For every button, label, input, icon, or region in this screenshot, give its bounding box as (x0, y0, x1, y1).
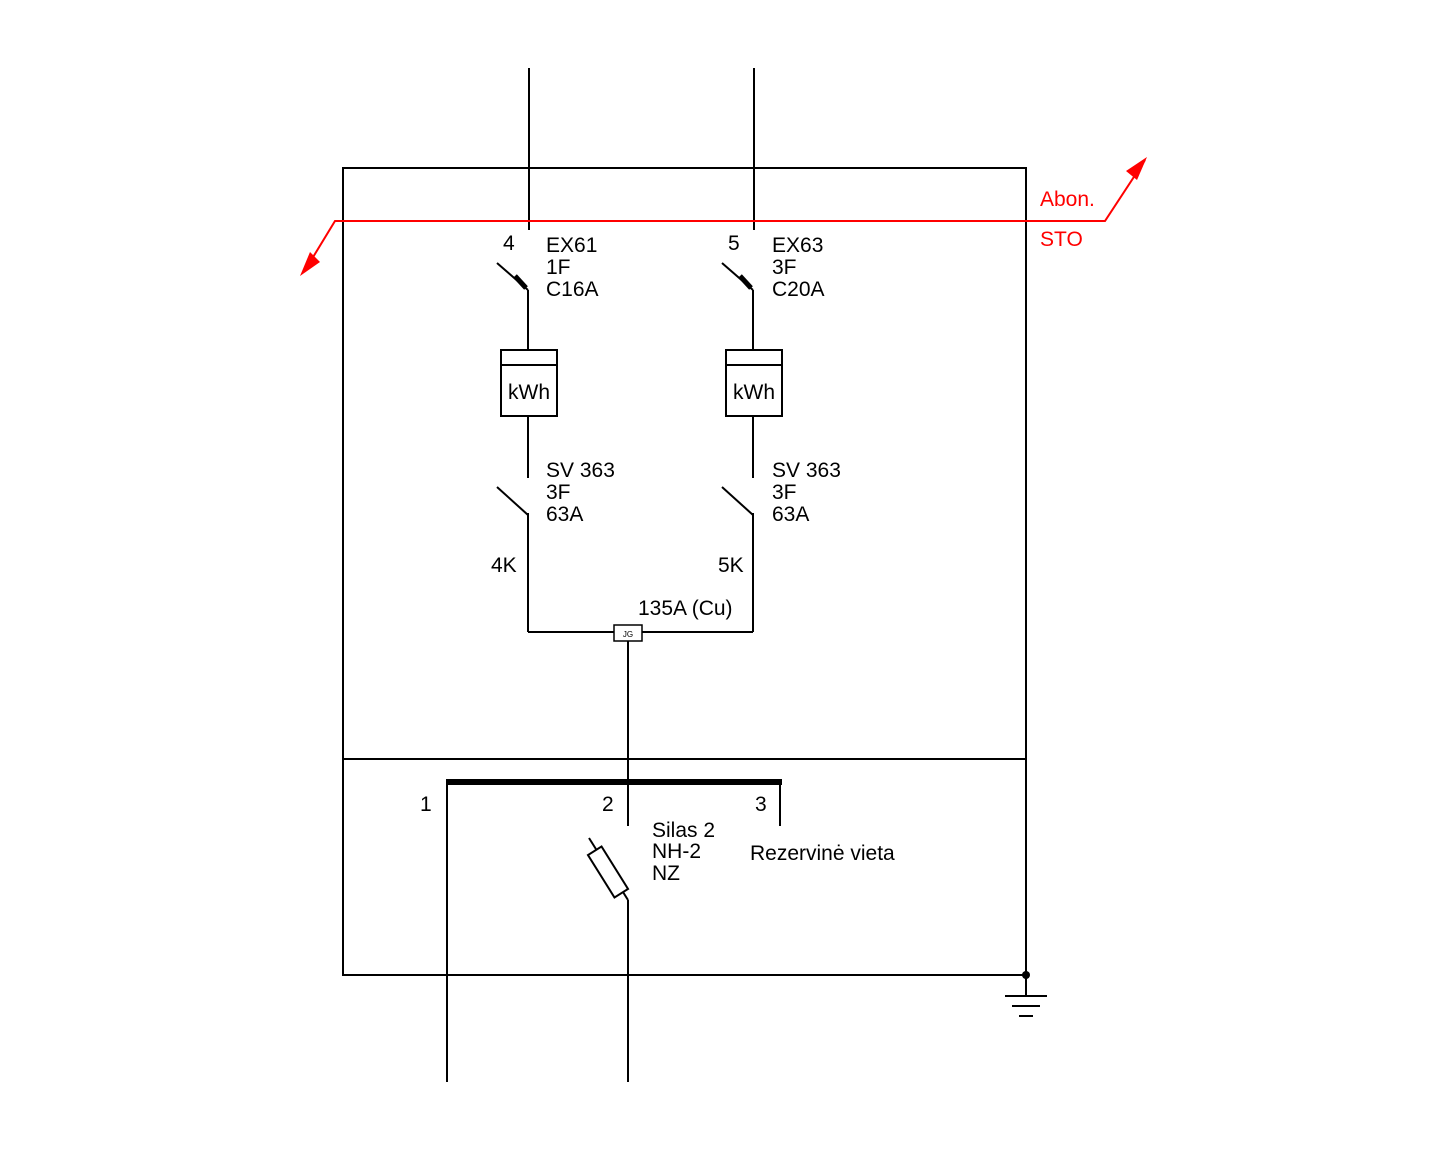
feeder-4: 4 EX61 1F C16A kWh SV 363 3F 63A 4K (491, 68, 615, 632)
feeder-4-breaker-symbol (496, 262, 529, 350)
feeder-5-switch-rating: 63A (772, 503, 809, 526)
upper-panel (342, 167, 1027, 760)
reserve-note: Rezervinė vieta (750, 842, 895, 865)
feeder-5-breaker-type: EX63 (772, 234, 823, 257)
connection-rating: 135A (Cu) (638, 597, 733, 620)
enclosure (342, 167, 1027, 976)
boundary-upper-label: Abon. (1040, 188, 1095, 211)
boundary-lower-label: STO (1040, 228, 1083, 251)
feeder-4-number: 4 (503, 232, 515, 255)
fuse-name: Silas 2 (652, 819, 715, 842)
feeder-5-breaker-rating: C20A (772, 278, 825, 301)
feeder-4-meter-label: kWh (508, 381, 550, 404)
fuse-switch-symbol (586, 837, 630, 901)
boundary-arrow-right (1126, 157, 1147, 180)
feeder-4-breaker-rating: C16A (546, 278, 599, 301)
feeder-5-meter: kWh (725, 349, 783, 417)
feeder-5-breaker-symbol (721, 262, 754, 350)
junction-box-label: JG (623, 630, 633, 639)
boundary-line (303, 159, 1146, 273)
feeder-4-switch-symbol (496, 486, 529, 632)
feeder-4-breaker-type: EX61 (546, 234, 597, 257)
feeder-5-breaker-phases: 3F (772, 256, 797, 279)
busbar-position-2: 2 (602, 793, 614, 816)
feeder-5-cable: 5K (718, 554, 744, 577)
lower-panel (342, 758, 1027, 976)
fuse-type: NH-2 (652, 840, 701, 863)
feeder-5-switch-symbol (721, 486, 754, 632)
feeder-connection: JG 135A (Cu) (528, 597, 753, 782)
feeder-5-number: 5 (728, 232, 740, 255)
ground-icon (1005, 971, 1047, 1017)
feeder-4-switch-type: SV 363 (546, 459, 615, 482)
boundary-arrow-left (300, 252, 320, 276)
feeder-4-switch-phases: 3F (546, 481, 571, 504)
feeder-5-switch-type: SV 363 (772, 459, 841, 482)
feeder-4-meter: kWh (500, 349, 558, 417)
feeder-5: 5 EX63 3F C20A kWh SV 363 3F 63A 5K (718, 68, 841, 632)
ownership-boundary: Abon. STO (300, 157, 1147, 276)
feeder-4-switch-rating: 63A (546, 503, 583, 526)
busbar-position-3: 3 (755, 793, 767, 816)
feeder-5-meter-label: kWh (733, 381, 775, 404)
feeder-4-cable: 4K (491, 554, 517, 577)
busbar-position-1: 1 (420, 793, 432, 816)
busbar: 1 2 Silas 2 NH-2 NZ 3 Rezervinė vieta (420, 779, 895, 1082)
feeder-5-switch-phases: 3F (772, 481, 797, 504)
feeder-4-breaker-phases: 1F (546, 256, 571, 279)
fuse-code: NZ (652, 862, 680, 885)
